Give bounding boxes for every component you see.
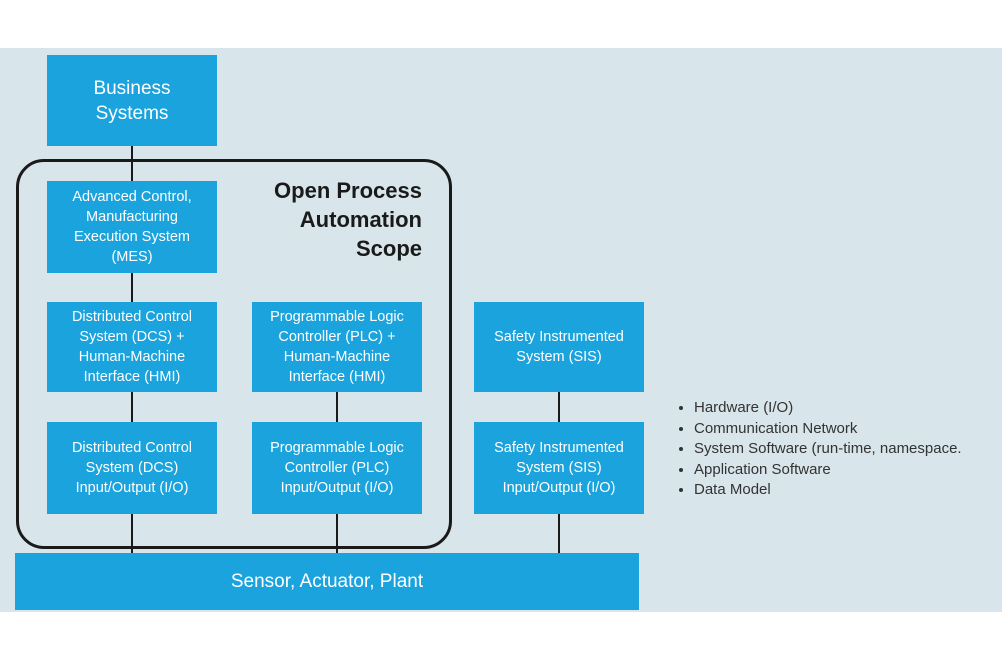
list-item: Communication Network xyxy=(676,419,962,440)
connector-dcs-dcsio xyxy=(131,392,133,422)
connector-dcsio-sensor xyxy=(131,514,133,553)
list-item: Hardware (I/O) xyxy=(676,398,962,419)
list-item: Data Model xyxy=(676,480,962,501)
sensor-actuator-plant-bar: Sensor, Actuator, Plant xyxy=(15,553,639,610)
component-list: Hardware (I/O) Communication Network Sys… xyxy=(676,398,962,501)
business-systems-box: Business Systems xyxy=(47,55,217,146)
connector-sisio-sensor xyxy=(558,514,560,553)
list-item: Application Software xyxy=(676,460,962,481)
open-process-automation-scope xyxy=(16,159,452,549)
connector-plcio-sensor xyxy=(336,514,338,553)
sis-box: Safety Instrumented System (SIS) xyxy=(474,302,644,392)
connector-mes-dcs xyxy=(131,273,133,302)
sis-io-box: Safety Instrumented System (SIS) Input/O… xyxy=(474,422,644,514)
connector-plc-plcio xyxy=(336,392,338,422)
scope-title: Open Process Automation Scope xyxy=(274,178,422,261)
mes-box: Advanced Control, Manufacturing Executio… xyxy=(47,181,217,273)
dcs-io-box: Distributed Control System (DCS) Input/O… xyxy=(47,422,217,514)
dcs-hmi-box: Distributed Control System (DCS) + Human… xyxy=(47,302,217,392)
connector-business-mes xyxy=(131,146,133,181)
list-item: System Software (run-time, namespace. xyxy=(676,439,962,460)
plc-hmi-box: Programmable Logic Controller (PLC) + Hu… xyxy=(252,302,422,392)
connector-sis-sisio xyxy=(558,392,560,422)
plc-io-box: Programmable Logic Controller (PLC) Inpu… xyxy=(252,422,422,514)
